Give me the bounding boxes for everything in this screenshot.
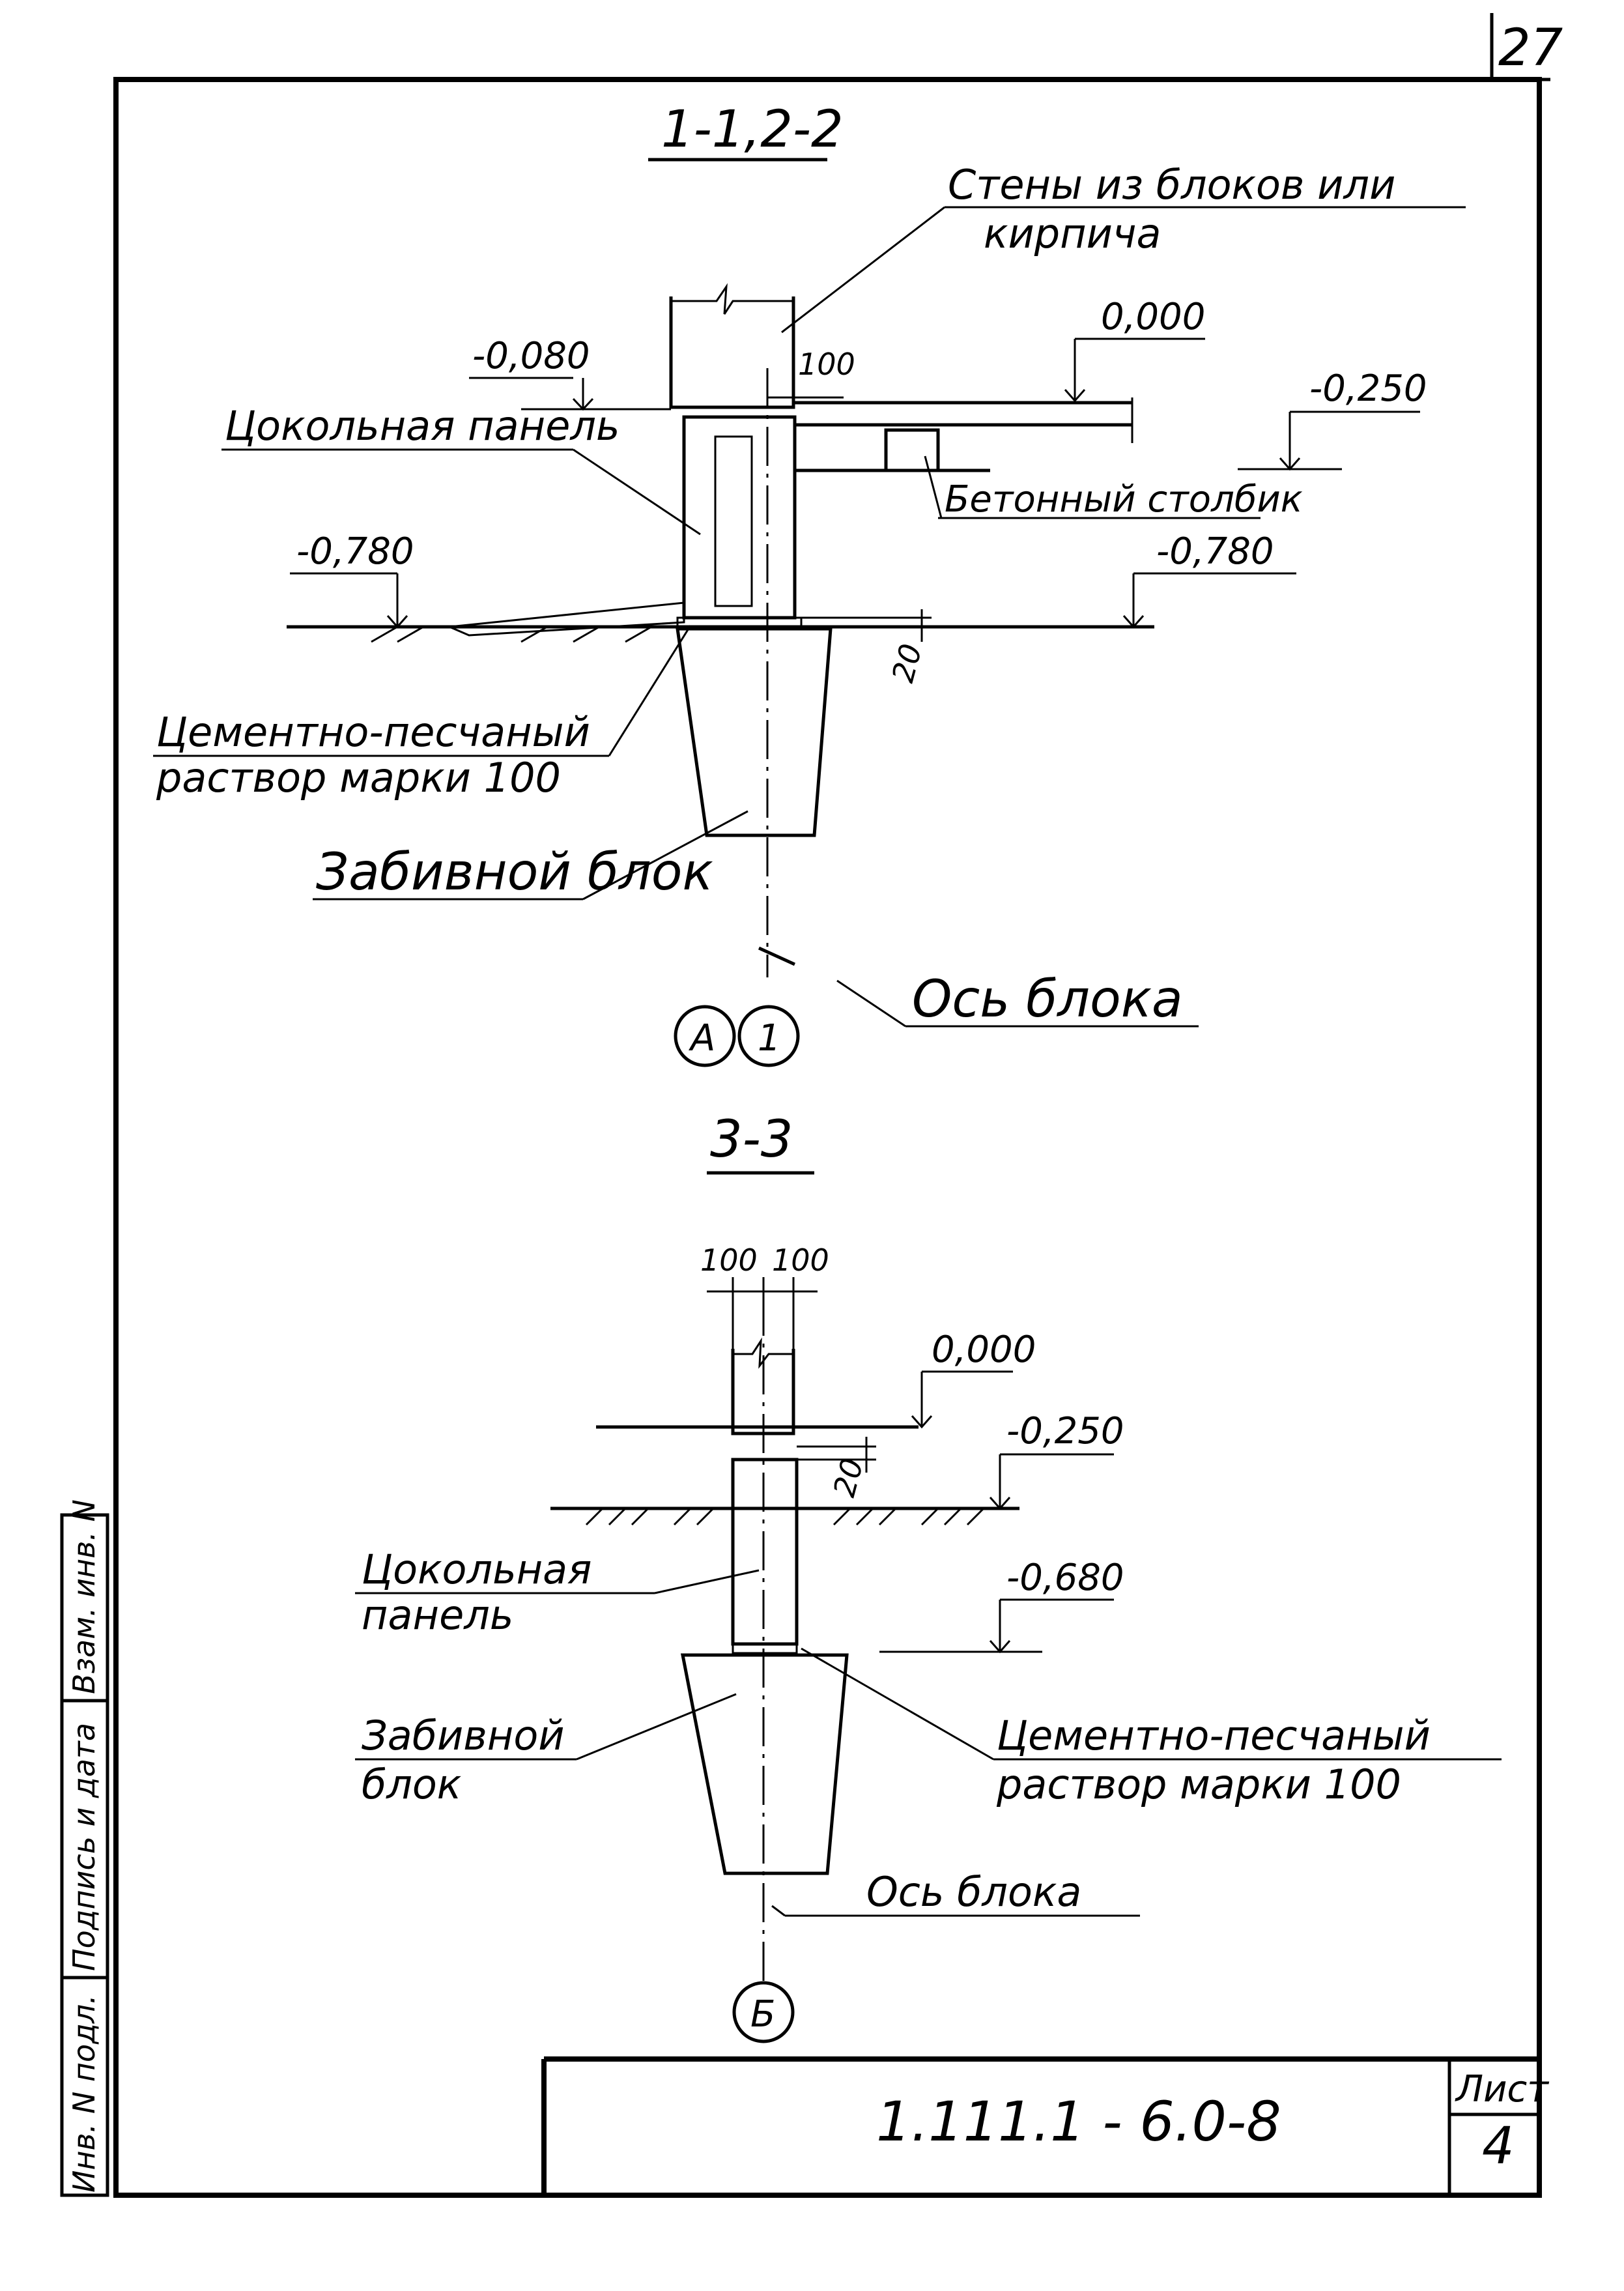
section-top-title: 1-1,2-2 <box>661 100 844 159</box>
wall-label-line1: Стены из блоков или <box>948 161 1395 209</box>
sheet-number: 4 <box>1482 2117 1515 2176</box>
plinth-panel-bottom-line2: панель <box>362 1591 513 1639</box>
driven-pile-bottom <box>680 1653 849 1875</box>
level-m0250-top-text: -0,250 <box>1309 367 1427 410</box>
axis-mark-a-text: А <box>689 1017 715 1059</box>
mortar-bed-bottom <box>732 1643 798 1654</box>
title-block <box>541 2056 1539 2195</box>
level-m0780-right-text: -0,780 <box>1156 530 1274 573</box>
dim-20-top <box>801 609 932 642</box>
floor-slab <box>795 397 1133 472</box>
block-axis-top <box>758 368 796 977</box>
plinth-panel-top <box>682 415 797 620</box>
dim-100-top <box>767 384 844 407</box>
mortar-bottom-line1: Цементно-песчаный <box>997 1712 1431 1759</box>
side-stamp-field-1: Инв. N подл. <box>66 1995 102 2193</box>
dim-100-100 <box>707 1277 818 1349</box>
axis-mark-b <box>732 1981 795 2043</box>
level-m0250-bottom-text: -0,250 <box>1006 1410 1124 1452</box>
mortar-top-line1: Цементно-песчаный <box>156 708 590 756</box>
wall-outline <box>669 283 795 409</box>
section-bottom: 3-3 100 100 <box>355 1110 1502 2043</box>
axis-label-bottom: Ось блока <box>866 1868 1081 1916</box>
level-mark-m0250-bottom <box>989 1453 1114 1510</box>
dim-20-bottom <box>797 1437 876 1473</box>
axis-mark-a <box>674 1005 736 1067</box>
sheet-frame <box>113 13 1550 2198</box>
mortar-bottom-line2: раствор марки 100 <box>996 1761 1401 1808</box>
plinth-panel-top-label: Цокольная панель <box>225 402 620 450</box>
section-top: 1-1,2-2 <box>153 100 1466 1067</box>
level-mark-m0780-right <box>1122 572 1296 629</box>
section-bottom-title: 3-3 <box>710 1110 793 1169</box>
dim-20-bottom-text: 20 <box>826 1454 870 1501</box>
driven-block-bottom-line1: Забивной <box>362 1712 565 1759</box>
level-m0080-text: -0,080 <box>472 335 590 377</box>
side-stamp-field-2: Подпись и дата <box>66 1723 102 1971</box>
dim-left-text: 100 <box>700 1243 758 1278</box>
plinth-panel-bottom-line1: Цокольная <box>362 1546 591 1593</box>
side-stamp: Инв. N подл. Подпись и дата Взам. инв. N <box>60 1499 109 2197</box>
axis-mark-b-text: Б <box>750 1993 775 2036</box>
level-m0780-left-text: -0,780 <box>296 530 414 573</box>
level-mark-m0680 <box>879 1598 1114 1654</box>
dim-right-text: 100 <box>772 1243 829 1278</box>
level-m0680-text: -0,680 <box>1006 1557 1124 1599</box>
level-mark-0000-bottom <box>911 1370 1013 1429</box>
level-0000-bottom-text: 0,000 <box>932 1329 1036 1371</box>
level-0000-top-text: 0,000 <box>1101 296 1205 338</box>
sheet-label: Лист <box>1455 2068 1549 2111</box>
driven-pile-top <box>676 627 833 837</box>
mortar-top-line2: раствор марки 100 <box>156 754 561 801</box>
level-mark-m0080 <box>469 377 671 411</box>
driven-block-top-label: Забивной блок <box>316 843 713 902</box>
side-stamp-field-3: Взам. инв. N <box>66 1499 102 1694</box>
dim-100-top-text: 100 <box>798 347 855 382</box>
axis-mark-1-text: 1 <box>758 1017 781 1059</box>
ground-top <box>287 601 1154 643</box>
level-mark-0000-top <box>1064 338 1205 403</box>
driven-block-bottom-line2: блок <box>362 1761 462 1808</box>
plinth-panel-bottom <box>731 1458 799 1646</box>
concrete-post-label: Бетонный столбик <box>945 478 1303 521</box>
level-mark-m0780-left <box>290 572 408 629</box>
ground-bottom <box>550 1506 1019 1526</box>
page-number: 27 <box>1498 19 1563 78</box>
level-mark-m0250-top <box>1238 411 1420 471</box>
wall-label-line2: кирпича <box>984 210 1161 257</box>
axis-mark-1 <box>737 1005 800 1067</box>
axis-label-top: Ось блока <box>912 970 1183 1029</box>
doc-code: 1.111.1 - 6.0-8 <box>876 2090 1281 2154</box>
dim-20-top-text: 20 <box>885 640 928 686</box>
